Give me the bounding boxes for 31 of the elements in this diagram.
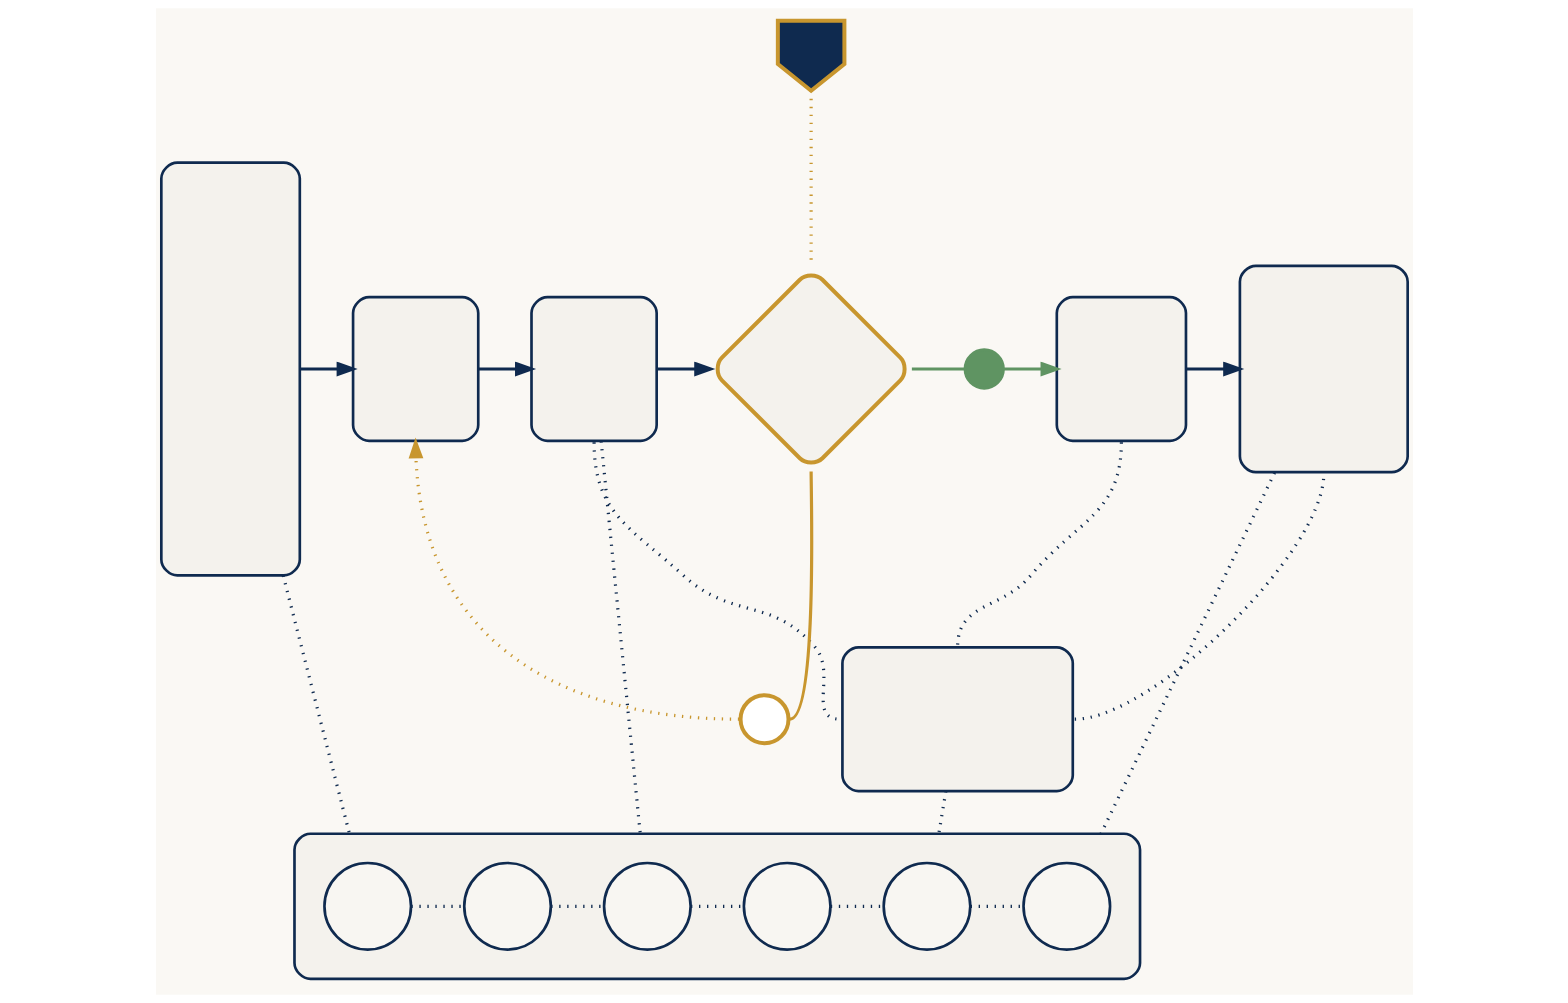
node-box <box>159 161 301 577</box>
connector <box>410 904 464 908</box>
connector <box>911 367 964 371</box>
connector <box>830 904 883 908</box>
arrow <box>408 437 739 721</box>
node-circle <box>322 861 412 951</box>
node-circle <box>738 693 790 746</box>
connector <box>936 791 947 834</box>
node-circle <box>963 348 1005 390</box>
connector <box>955 442 1123 648</box>
arrow <box>1185 361 1244 377</box>
node-circle <box>742 861 832 951</box>
arrow <box>299 361 358 377</box>
node-circle <box>462 861 552 951</box>
node-diamond <box>715 273 907 465</box>
node-shield <box>775 18 846 94</box>
node-box <box>529 295 658 443</box>
arrow <box>477 361 536 377</box>
connector <box>788 471 813 721</box>
node-box <box>351 295 480 443</box>
arrow <box>1003 361 1062 377</box>
connector <box>599 441 642 834</box>
node-circle <box>1021 861 1111 951</box>
node-box <box>1238 264 1409 474</box>
node-circle <box>881 861 972 951</box>
arrow <box>656 361 715 377</box>
connector <box>1099 472 1276 835</box>
node-box <box>840 645 1074 793</box>
node-circle <box>602 861 692 951</box>
node-box <box>1055 295 1187 443</box>
connector <box>281 575 351 835</box>
